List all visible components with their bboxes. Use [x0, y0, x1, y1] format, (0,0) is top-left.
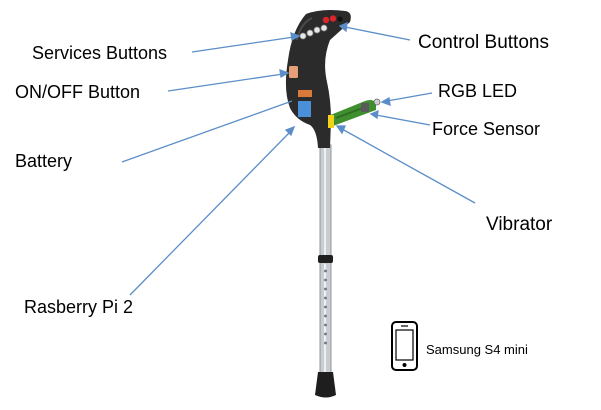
- force-sensor: [361, 103, 369, 112]
- crutch-illustration: [285, 10, 381, 398]
- label-rgb-led: RGB LED: [438, 81, 517, 101]
- service-button-3[interactable]: [313, 26, 321, 34]
- service-button-2[interactable]: [306, 29, 314, 37]
- control-button-dark[interactable]: [337, 16, 343, 22]
- label-force-sensor: Force Sensor: [432, 119, 540, 139]
- label-raspberry-pi: Rasberry Pi 2: [24, 297, 133, 317]
- vibrator-unit: [328, 115, 334, 128]
- label-smartphone: Samsung S4 mini: [426, 342, 528, 357]
- control-button-red-2[interactable]: [329, 15, 337, 22]
- service-button-4[interactable]: [320, 24, 328, 32]
- battery-pack: [298, 90, 312, 97]
- control-button-red-1[interactable]: [322, 16, 330, 24]
- label-battery: Battery: [15, 151, 72, 171]
- pointer-lines: [121, 21, 476, 296]
- service-button-1[interactable]: [299, 32, 307, 40]
- label-on-off-button: ON/OFF Button: [15, 82, 140, 102]
- services-buttons: [299, 24, 328, 40]
- label-control-buttons: Control Buttons: [418, 32, 549, 53]
- on-off-button[interactable]: [289, 66, 298, 78]
- tube-adjustment-holes: [324, 260, 327, 345]
- label-services-buttons: Services Buttons: [32, 43, 167, 63]
- tube-collar: [318, 255, 333, 263]
- rgb-led: [373, 98, 381, 106]
- smartphone-icon: [391, 321, 418, 371]
- label-vibrator: Vibrator: [486, 214, 553, 235]
- crutch-rubber-tip: [315, 372, 336, 398]
- raspberry-pi-board: [298, 101, 311, 117]
